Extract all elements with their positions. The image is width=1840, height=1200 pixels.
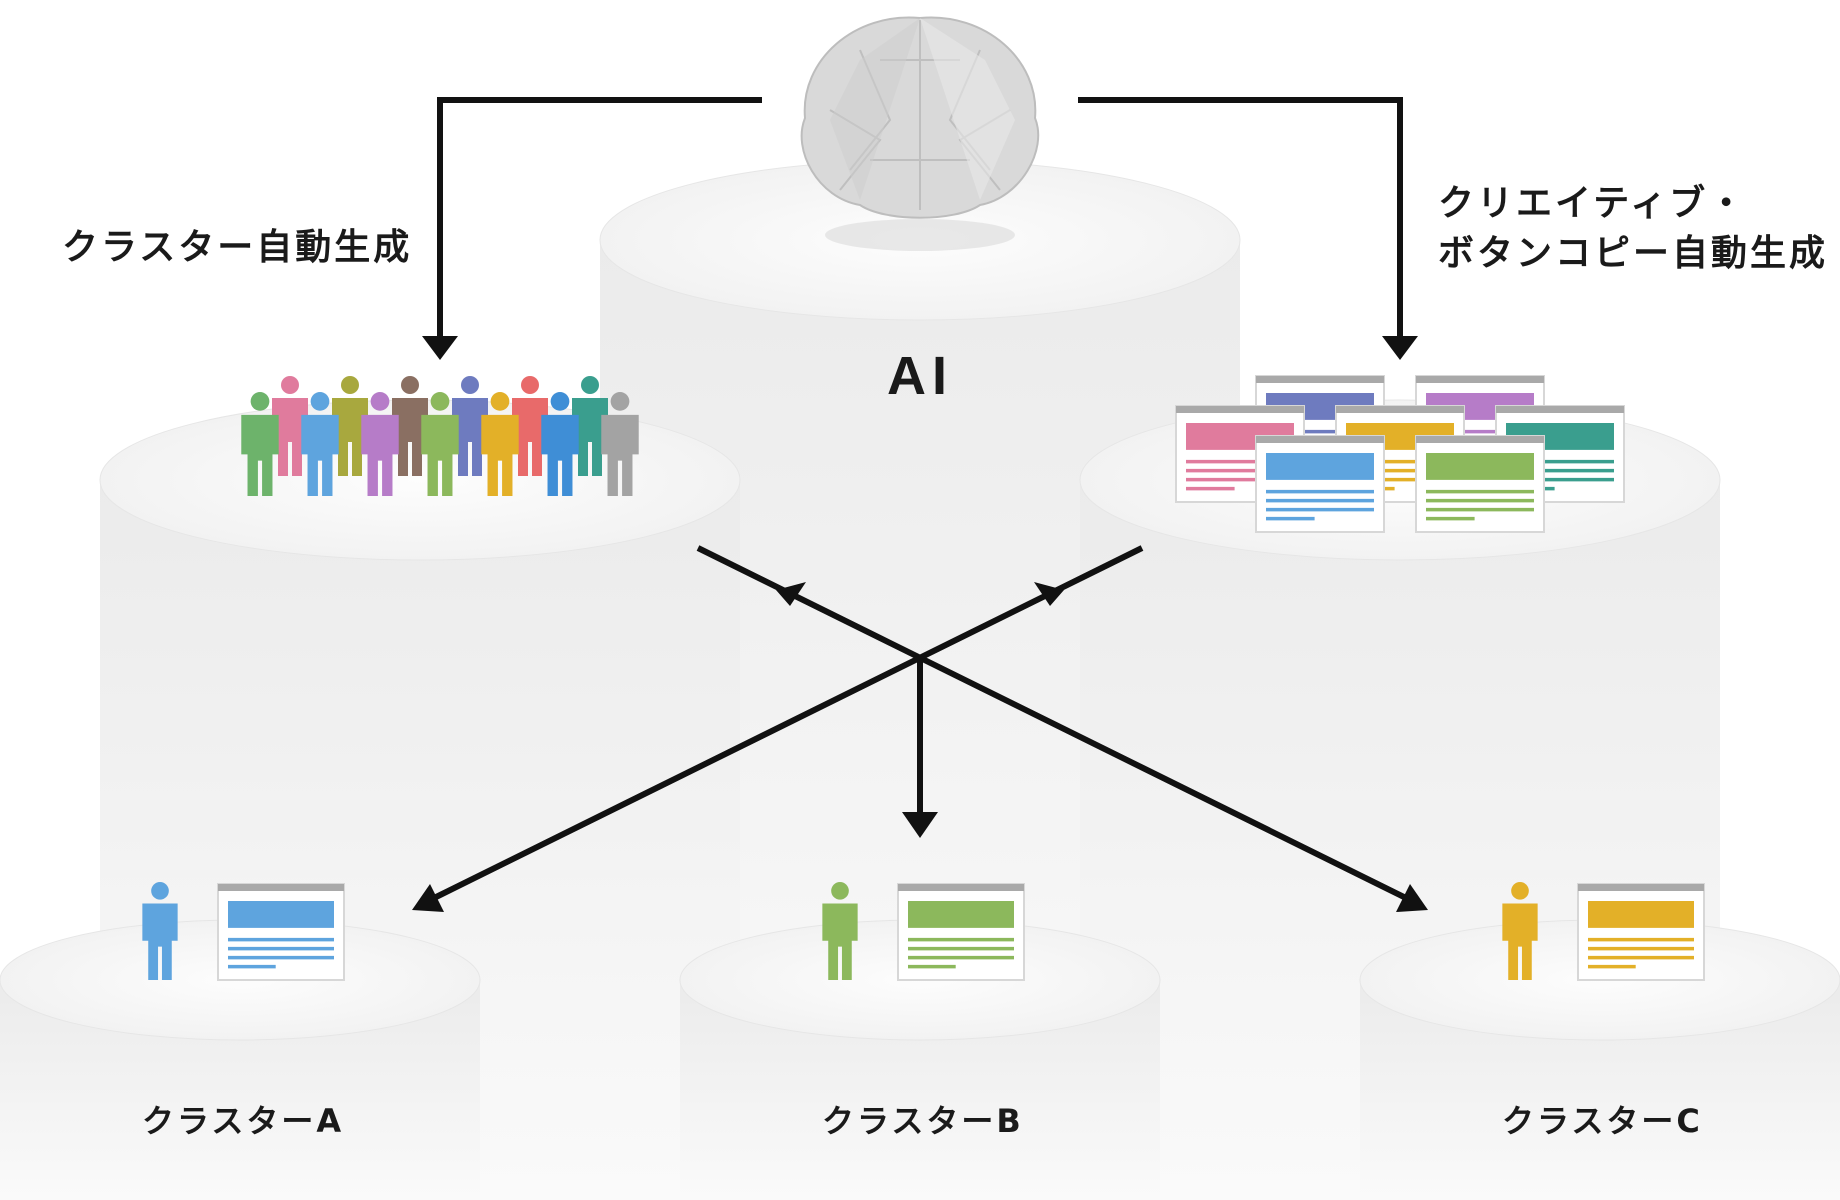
person-icon	[1502, 882, 1538, 980]
creatives-stack-icon	[1175, 375, 1625, 533]
cluster-a-icons	[142, 882, 345, 981]
person-icon	[601, 392, 639, 496]
cluster-c-label: クラスターC	[1502, 1102, 1703, 1140]
person-icon	[572, 376, 608, 476]
arrow-to-people	[422, 97, 762, 360]
person-icon	[541, 392, 579, 496]
cross-arrows	[412, 545, 1428, 912]
cluster-generation-label: クラスター自動生成	[62, 227, 413, 268]
person-icon	[822, 882, 858, 980]
person-icon	[272, 376, 308, 476]
cluster-c-icons	[1502, 882, 1705, 981]
creative-card-icon	[217, 883, 345, 981]
person-icon	[241, 392, 279, 496]
creative-generation-label-line2: ボタンコピー自動生成	[1438, 233, 1829, 274]
creative-generation-label-line1: クリエイティブ・	[1438, 183, 1748, 224]
ai-label: AI	[887, 346, 953, 406]
brain-icon	[800, 16, 1040, 251]
person-icon	[361, 392, 399, 496]
cluster-a-label: クラスターA	[142, 1102, 345, 1140]
person-icon	[481, 392, 519, 496]
creative-card-icon	[1577, 883, 1705, 981]
person-icon	[512, 376, 548, 476]
creative-card-icon	[897, 883, 1025, 981]
cluster-b-icons	[822, 882, 1025, 981]
arrow-to-creatives	[1078, 97, 1418, 360]
creative-card-icon	[1415, 435, 1545, 533]
person-icon	[421, 392, 459, 496]
person-icon	[392, 376, 428, 476]
person-icon	[332, 376, 368, 476]
creative-card-icon	[1255, 435, 1385, 533]
person-icon	[301, 392, 339, 496]
cluster-b-label: クラスターB	[822, 1102, 1024, 1140]
person-icon	[142, 882, 178, 980]
person-icon	[452, 376, 488, 476]
people-group-icon	[241, 376, 639, 496]
